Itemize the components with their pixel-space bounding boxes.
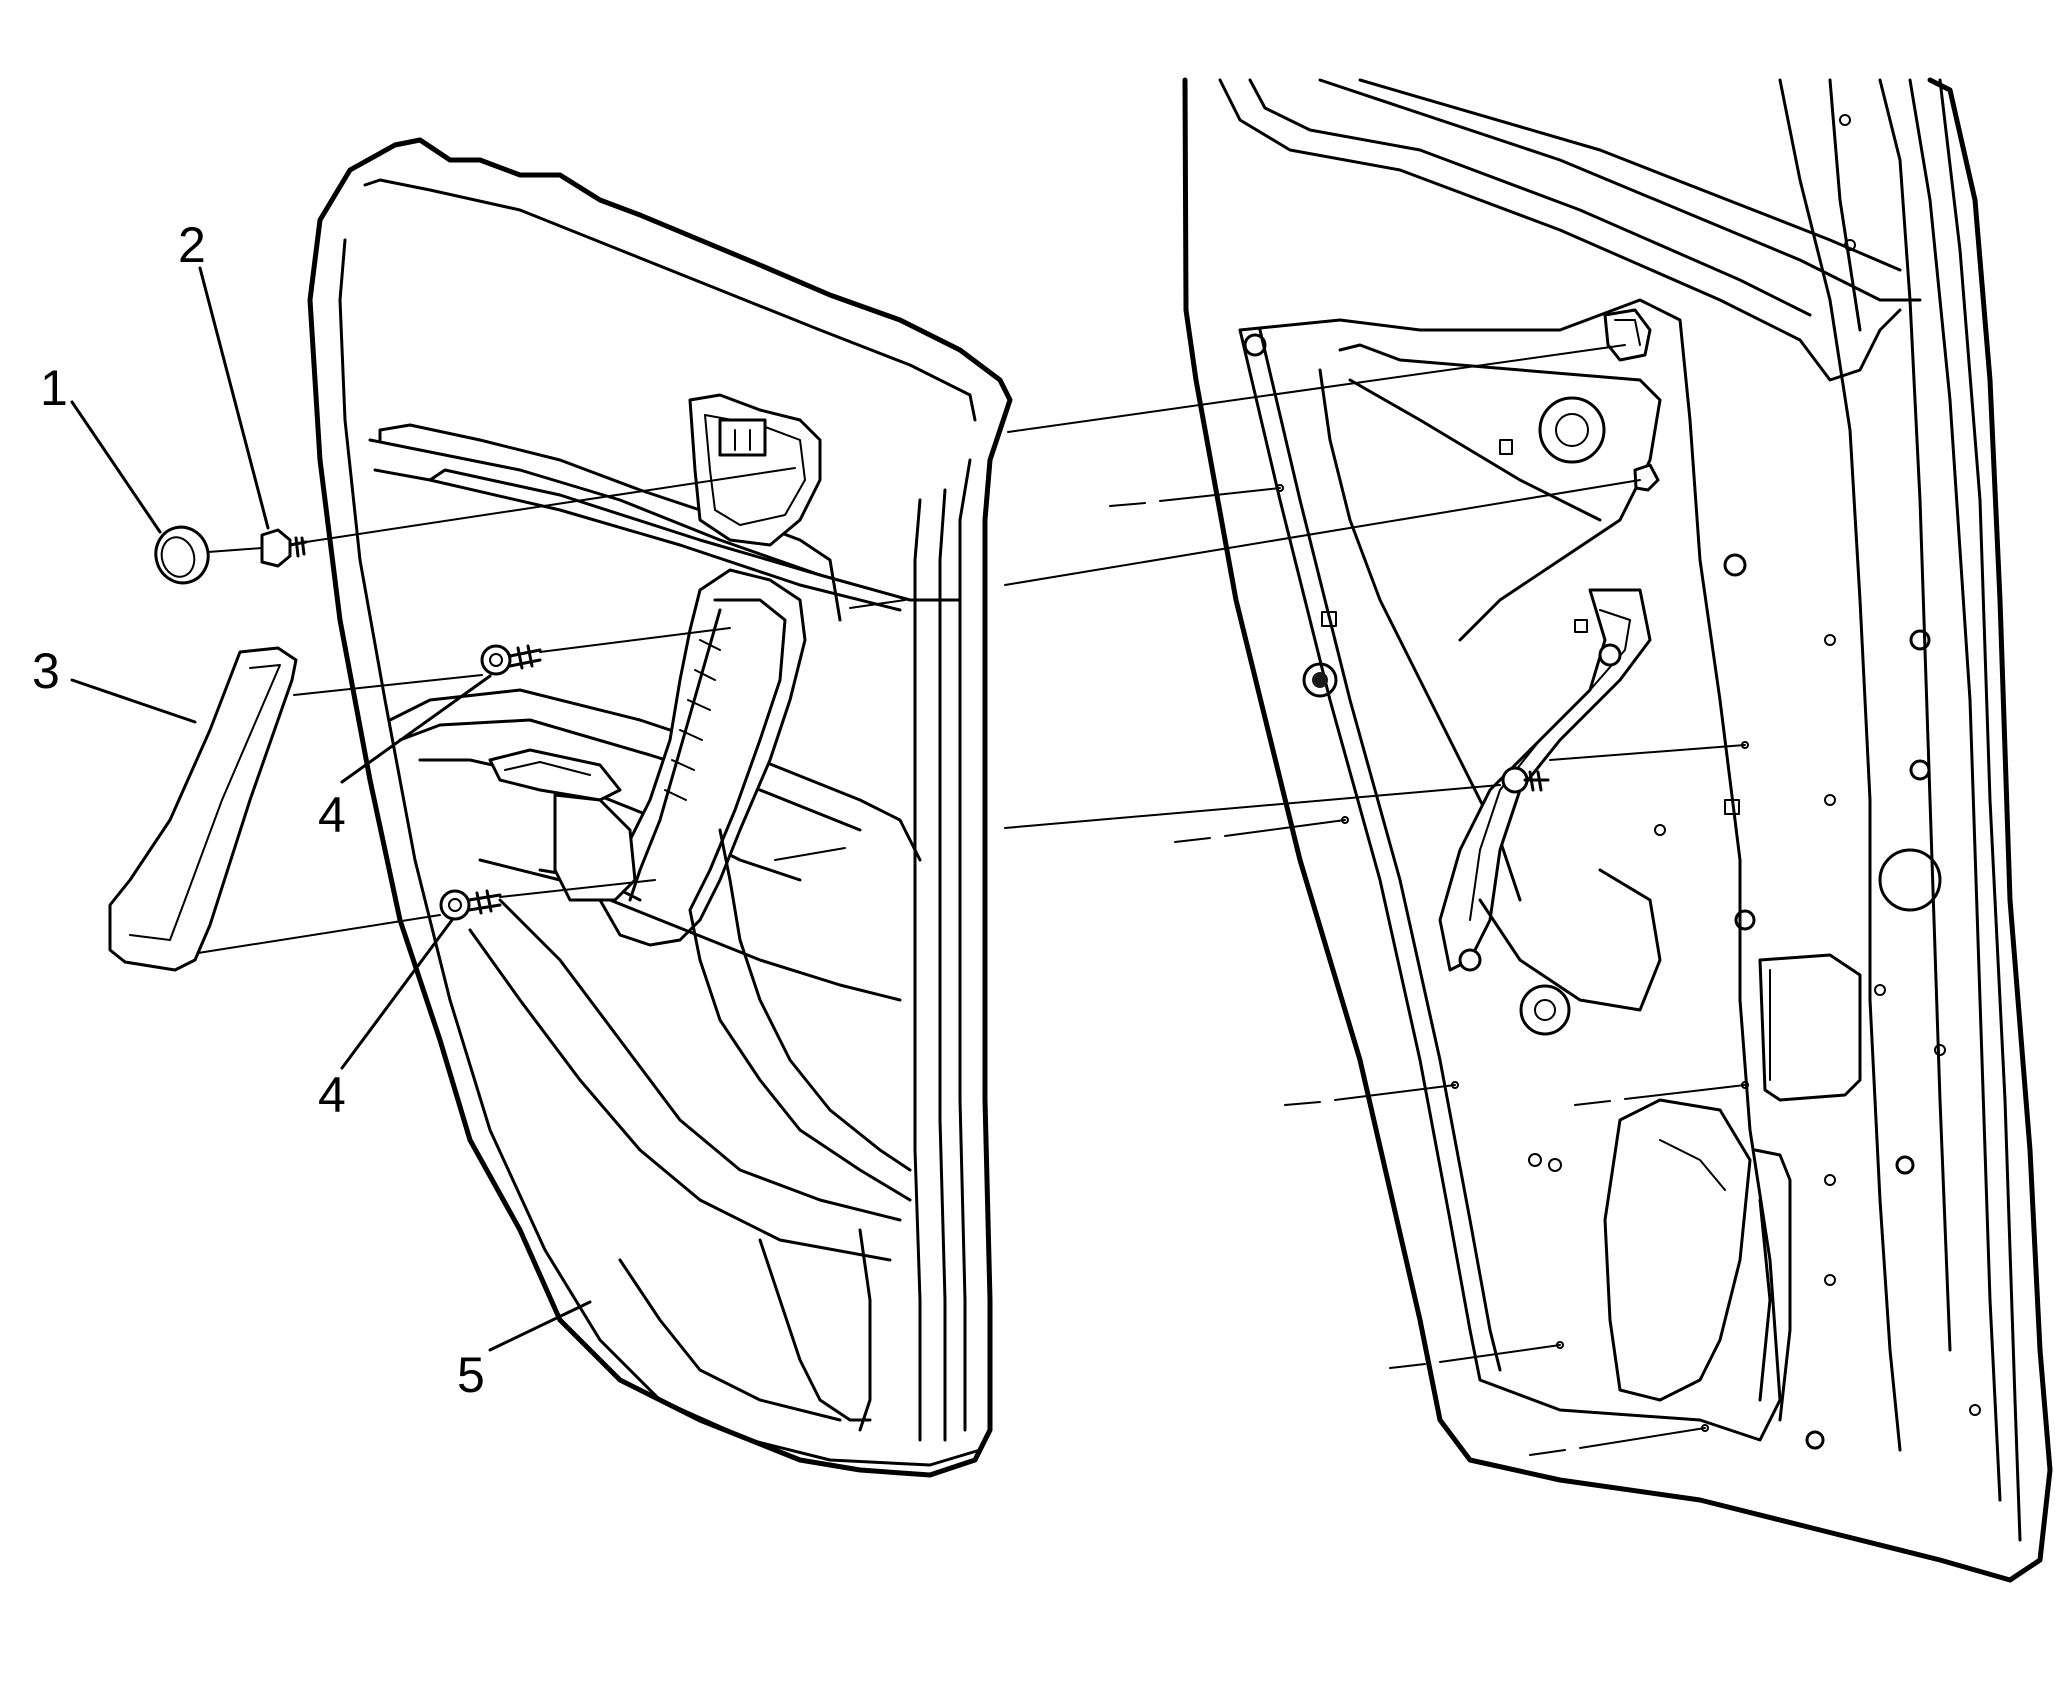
callout-1: 1 bbox=[40, 360, 68, 416]
plug-part-icon bbox=[154, 525, 210, 585]
callout-3: 3 bbox=[32, 643, 60, 699]
alignment-lines bbox=[197, 344, 1749, 1456]
regulator-screw-icon bbox=[1501, 766, 1550, 794]
callout-leaders bbox=[70, 266, 592, 1352]
pull-handle-cover-icon bbox=[108, 646, 298, 972]
callout-4-upper: 4 bbox=[318, 787, 346, 843]
push-in-retainer-icon bbox=[260, 528, 308, 568]
callout-labels: 1 2 3 4 4 5 bbox=[32, 217, 485, 1403]
door-inner-panel bbox=[1182, 77, 2053, 1583]
callout-5: 5 bbox=[457, 1347, 485, 1403]
callout-2: 2 bbox=[178, 217, 206, 273]
callout-4-lower: 4 bbox=[318, 1067, 346, 1123]
screw-lower-icon bbox=[439, 889, 502, 921]
screw-upper-icon bbox=[480, 644, 542, 676]
door-trim-panel bbox=[307, 137, 1013, 1478]
